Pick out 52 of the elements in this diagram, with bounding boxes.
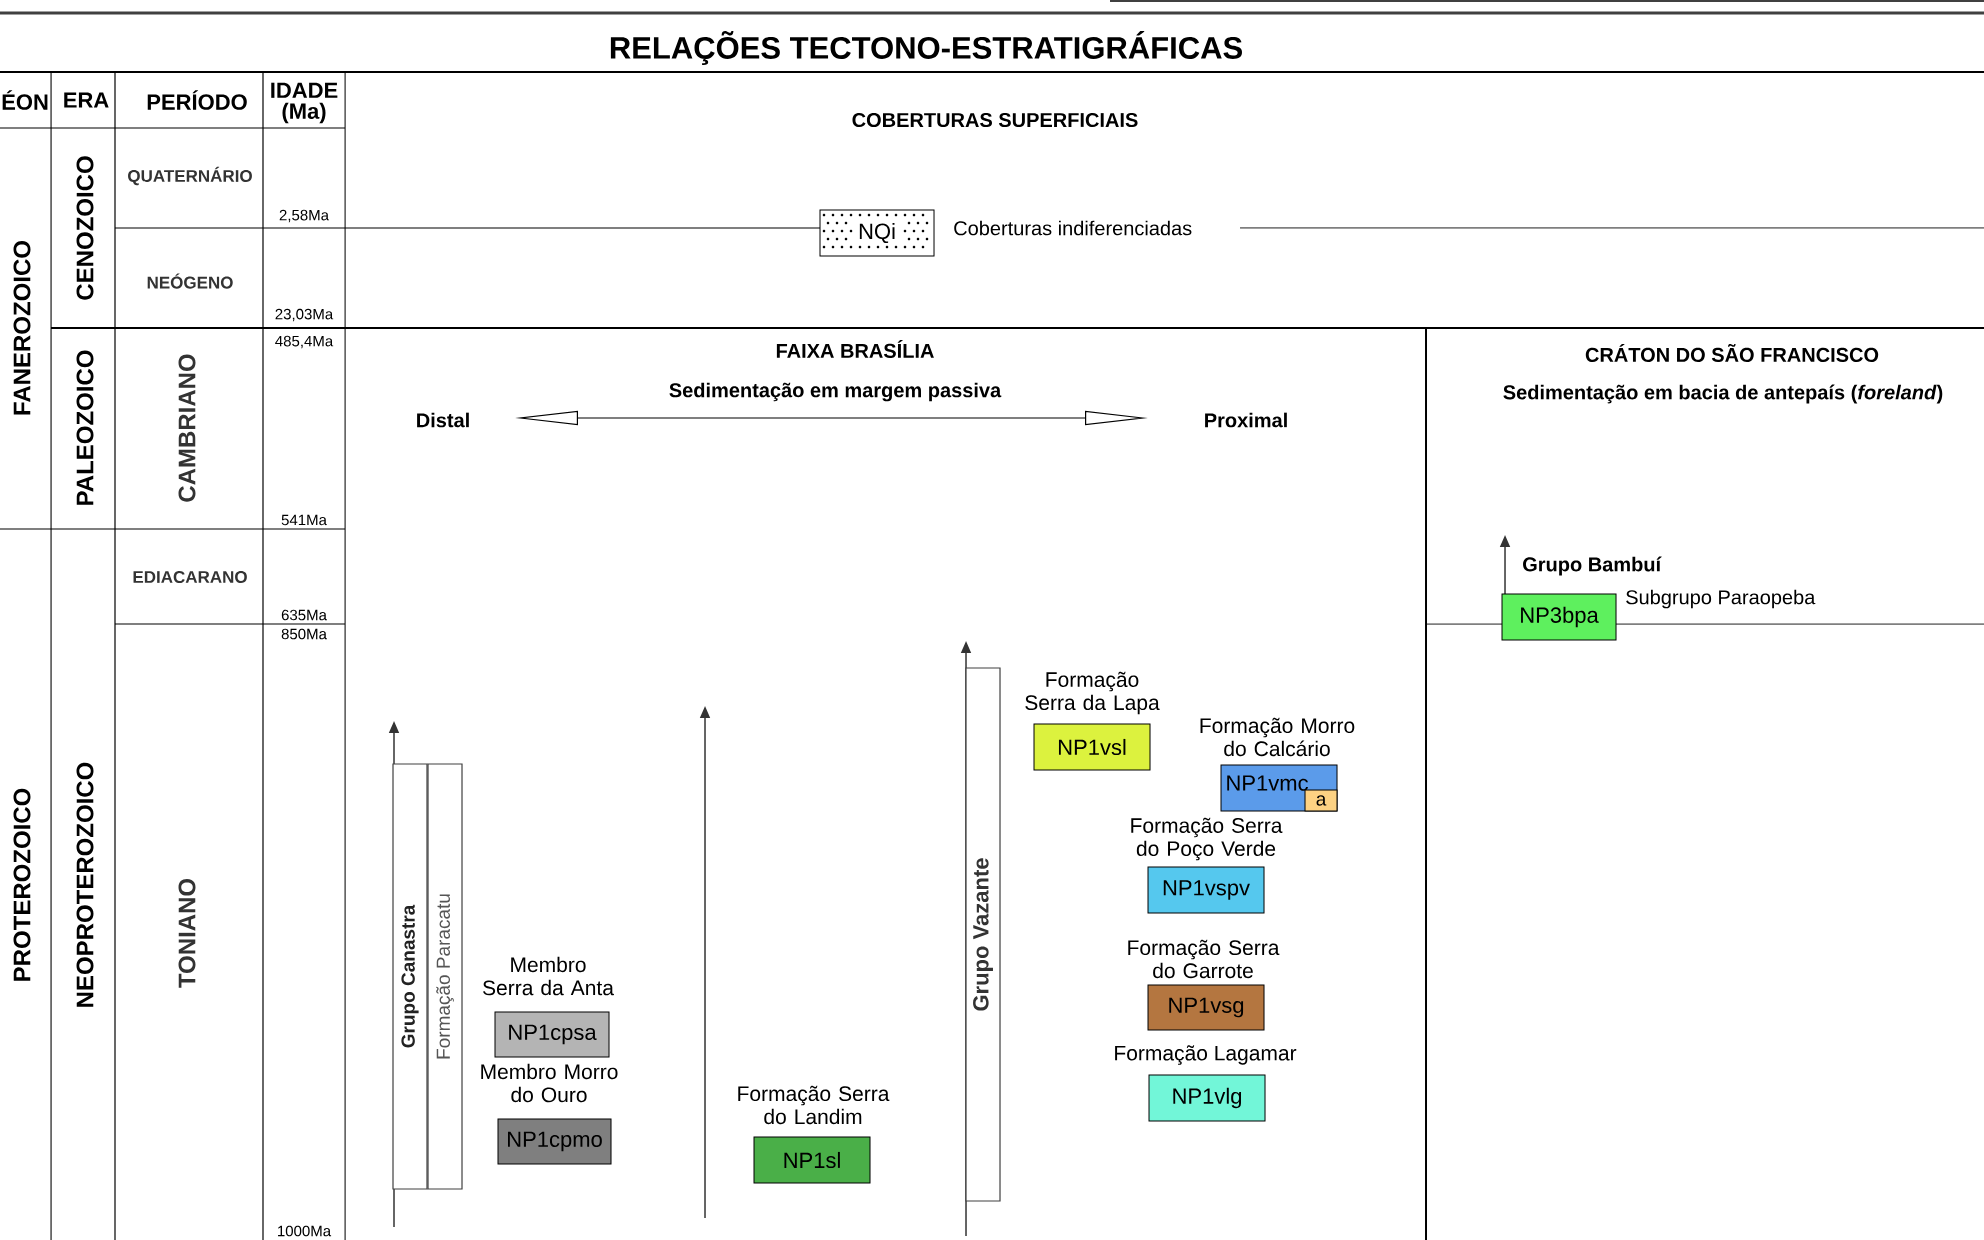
age-label: 850Ma <box>281 628 327 640</box>
unit-box: NP3bpa <box>1501 593 1617 641</box>
age-label: 1000Ma <box>278 1225 332 1237</box>
period-label: QUATERNÁRIO <box>128 166 252 186</box>
unit-box: NQi <box>819 209 935 257</box>
title: RELAÇÕES TECTONO-ESTRATIGRÁFICAS <box>610 31 1242 65</box>
era-label: CENOZOICO <box>76 156 94 300</box>
age-label: 2,58Ma <box>279 209 329 223</box>
unit-box: NP1cpsa <box>494 1011 610 1058</box>
period-label: CAMBRIANO <box>178 354 196 502</box>
unit-label: Formação Serra da Lapa <box>1025 671 1160 715</box>
group-bar: Grupo Vazante <box>965 667 1001 1202</box>
unit-label: Formação Serra do Garrote <box>1128 939 1280 979</box>
age-label: 485,4Ma <box>275 335 334 349</box>
unit-label: Formação Lagamar <box>1115 1045 1297 1065</box>
column-header: ERA <box>64 92 109 108</box>
era-label: NEOPROTEROZOICO <box>76 762 94 1007</box>
unit-label: Formação Morro do Calcário <box>1200 717 1355 757</box>
section-heading: Proximal <box>1205 412 1287 428</box>
era-label: FANEROZOICO <box>13 241 31 415</box>
unit-box: NP1vsl <box>1033 723 1151 771</box>
age-label: 541Ma <box>281 514 327 526</box>
period-label: TONIANO <box>178 878 196 988</box>
column-header: ÉON <box>2 90 48 110</box>
unit-label: Formação Serra do Landim <box>738 1085 890 1125</box>
age-label: 635Ma <box>281 609 327 621</box>
unit-box: NP1vsg <box>1147 984 1265 1031</box>
unit-label: Subgrupo Paraopeba <box>1626 589 1816 609</box>
section-heading: FAIXA BRASÍLIA <box>776 340 934 358</box>
unit-box: NP1sl <box>753 1136 871 1184</box>
section-heading: COBERTURAS SUPERFICIAIS <box>852 112 1138 128</box>
unit-box: NP1vspv <box>1147 866 1265 914</box>
group-bar: Formação Paracatu <box>427 763 463 1190</box>
section-heading: Sedimentação em bacia de antepaís (foreland) <box>1503 384 1943 404</box>
column-header: IDADE (Ma) <box>271 82 338 124</box>
unit-label: Formação Serra do Poço Verde <box>1131 817 1283 861</box>
column-header: PERÍODO <box>147 90 247 110</box>
era-label: PROTEROZOICO <box>13 788 31 981</box>
unit-label: Membro Morro do Ouro <box>481 1063 618 1103</box>
unit-box: NP1vlg <box>1148 1074 1266 1122</box>
section-heading: CRÁTON DO SÃO FRANCISCO <box>1585 344 1879 362</box>
period-label: NEÓGENO <box>147 273 233 289</box>
period-label: EDIACARANO <box>133 571 247 584</box>
unit-box: NP1cpmo <box>497 1118 612 1165</box>
section-heading: Sedimentação em margem passiva <box>669 382 1002 402</box>
age-label: 23,03Ma <box>275 308 334 322</box>
unit-label: Coberturas indiferenciadas <box>954 220 1192 236</box>
era-label: PALEOZOICO <box>76 350 94 505</box>
section-heading: Distal <box>417 412 469 428</box>
unit-label: Membro Serra da Anta <box>483 956 614 996</box>
group-bar: Grupo Canastra <box>392 763 428 1190</box>
unit-label: Grupo Bambuí <box>1523 556 1662 576</box>
